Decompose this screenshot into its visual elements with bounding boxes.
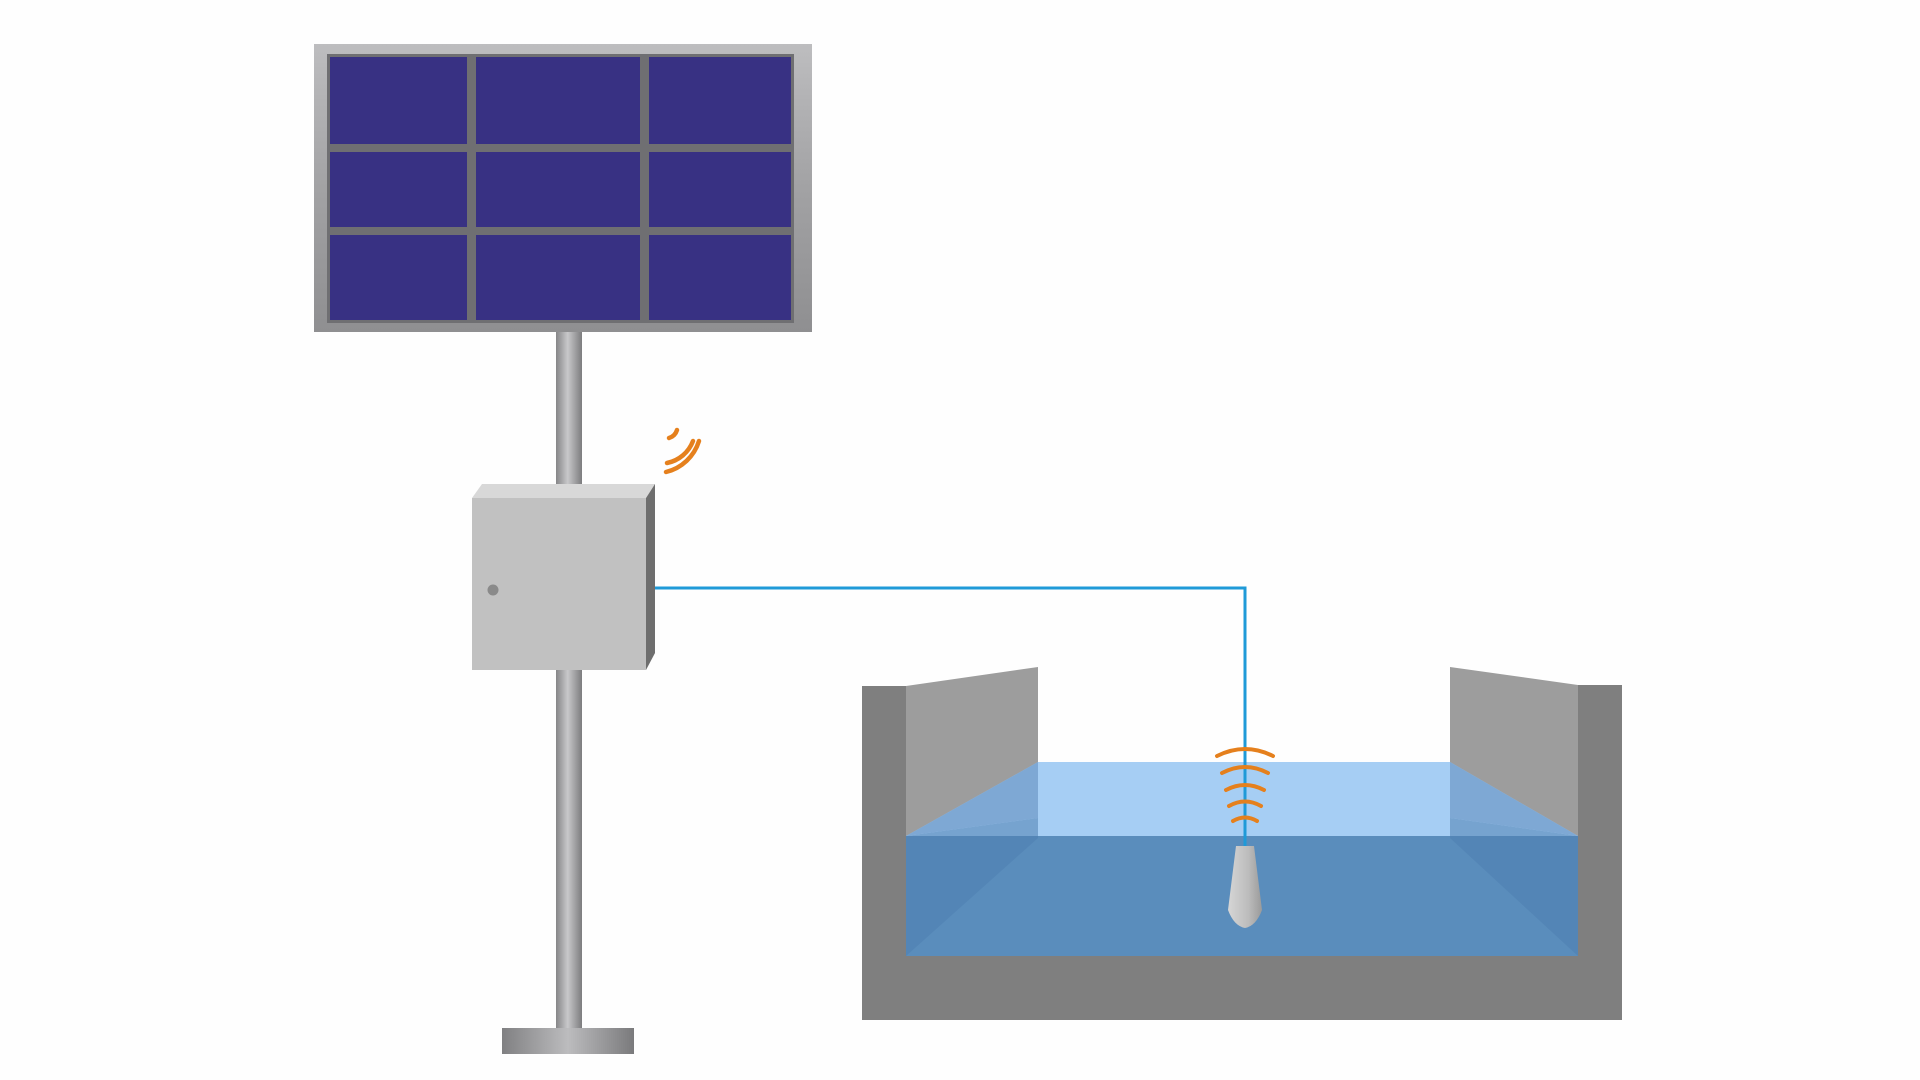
solar-cell bbox=[476, 152, 640, 227]
enclosure-side bbox=[646, 484, 655, 670]
solar-cell bbox=[330, 152, 467, 227]
enclosure-top bbox=[472, 484, 655, 498]
enclosure-door bbox=[472, 498, 646, 670]
channel-bottom-edge bbox=[862, 1000, 1622, 1020]
submerged-sensor bbox=[1228, 846, 1262, 928]
water-right-facet bbox=[1450, 762, 1578, 836]
water-left-slope bbox=[906, 818, 1038, 956]
solar-cell bbox=[476, 235, 640, 320]
channel-right-edge bbox=[1578, 685, 1622, 1020]
water-left-facet bbox=[906, 762, 1038, 836]
solar-cell bbox=[649, 235, 791, 320]
pole-base-plate bbox=[502, 1028, 634, 1054]
sensor-cable bbox=[655, 586, 1247, 846]
wifi-signal-icon bbox=[663, 427, 702, 475]
signal-arc bbox=[1227, 799, 1263, 808]
signal-arc bbox=[1231, 815, 1259, 823]
signal-arc bbox=[1215, 747, 1275, 758]
signal-arc bbox=[1220, 765, 1270, 775]
water-right-slope bbox=[1450, 818, 1578, 956]
solar-cell bbox=[330, 235, 467, 320]
solar-cell bbox=[649, 57, 791, 144]
solar-panel-cells bbox=[330, 57, 791, 320]
wifi-arc bbox=[664, 438, 696, 466]
signal-waves-icon bbox=[1215, 747, 1275, 823]
sensor-icon bbox=[1228, 846, 1262, 928]
solar-cell bbox=[330, 57, 467, 144]
solar-cell bbox=[649, 152, 791, 227]
wifi-arc bbox=[663, 438, 702, 475]
pole-lower bbox=[556, 670, 582, 1030]
water-surface bbox=[906, 762, 1578, 836]
enclosure-handle bbox=[487, 584, 499, 596]
wifi-arc bbox=[666, 427, 680, 441]
mounting-pole bbox=[502, 332, 634, 1054]
solar-panel bbox=[314, 44, 812, 332]
channel-left-edge bbox=[862, 686, 906, 1020]
signal-arc bbox=[1224, 783, 1266, 792]
pole-upper bbox=[556, 332, 582, 497]
solar-cell bbox=[476, 57, 640, 144]
open-channel bbox=[862, 667, 1622, 1020]
cable-icon bbox=[655, 586, 1247, 846]
control-enclosure bbox=[472, 484, 655, 670]
